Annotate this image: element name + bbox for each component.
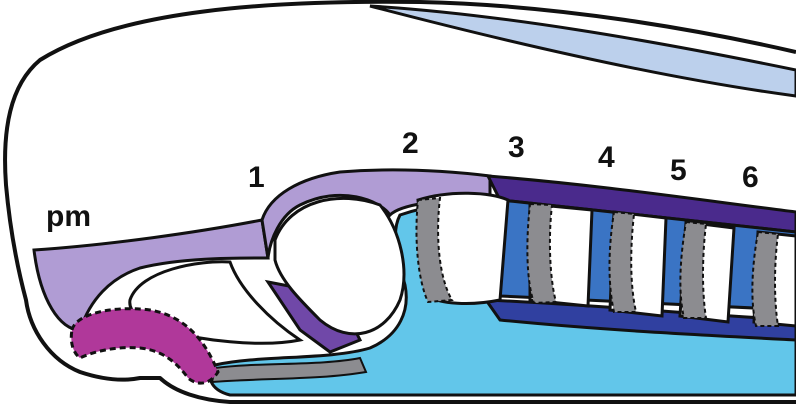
label-arch-4: 4	[598, 141, 615, 174]
label-arch-1: 1	[248, 161, 265, 194]
label-arch-3: 3	[508, 131, 525, 164]
label-arch-2: 2	[402, 127, 419, 160]
label-arch-5: 5	[670, 154, 687, 187]
label-pm: pm	[46, 200, 91, 233]
label-arch-6: 6	[742, 161, 759, 194]
gray-bar-6	[752, 232, 778, 326]
gray-bar-5	[680, 222, 706, 318]
